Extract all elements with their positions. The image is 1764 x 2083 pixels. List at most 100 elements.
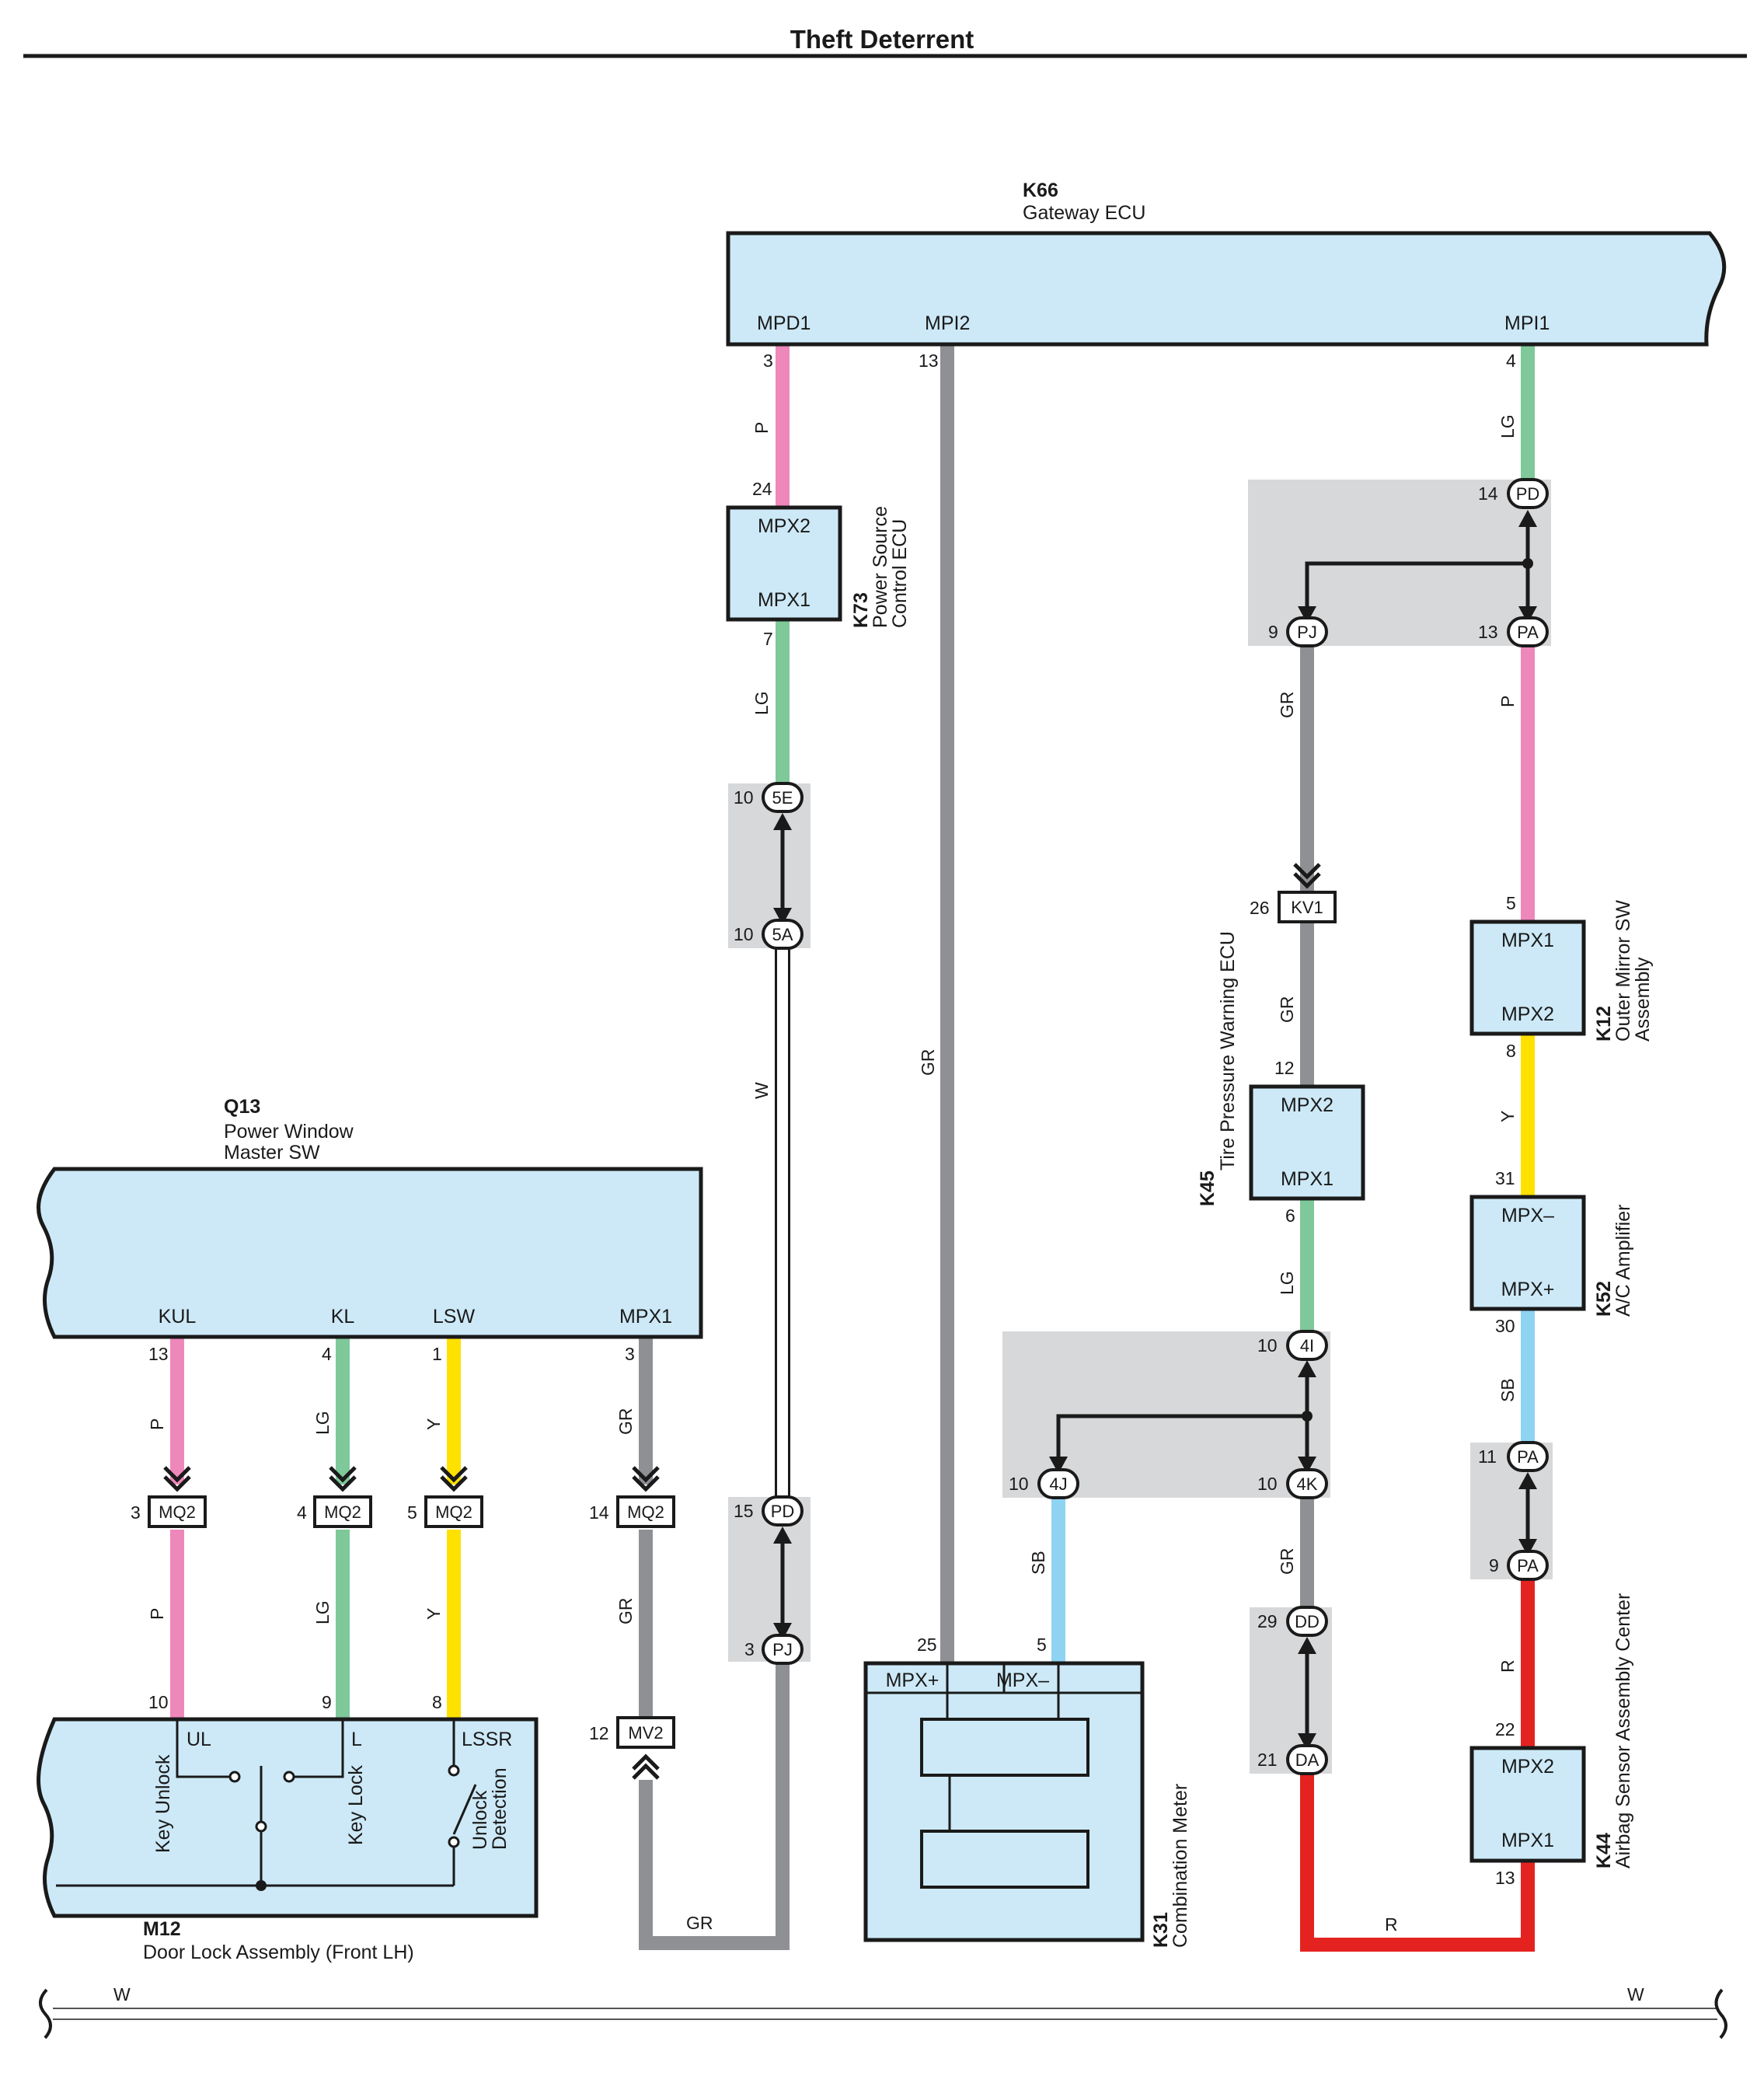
wire-label-w-left: W — [113, 1984, 131, 2004]
q13-box — [37, 1167, 703, 1339]
k44-id: K44 — [1593, 1833, 1615, 1868]
q13-pin-mpx1: MPX1 — [619, 1306, 672, 1328]
connector-mq2-d — [616, 1495, 675, 1528]
m12-id: M12 — [143, 1918, 181, 1940]
junction-4k-pin: 10 — [1257, 1474, 1278, 1494]
k31-pinnum-mpx-plus: 25 — [917, 1635, 937, 1655]
k66-gateway-ecu-box — [726, 231, 1727, 347]
k66-name: Gateway ECU — [1023, 202, 1145, 224]
junction-4i-pin: 10 — [1257, 1335, 1278, 1356]
junction-da-label: DA — [1295, 1750, 1320, 1770]
arrowhead-pj-upper — [1298, 606, 1316, 623]
wire-label-w1: W — [751, 1082, 772, 1099]
junction-pa-c-label: PA — [1517, 1447, 1539, 1467]
k45-pin-mpx2: MPX2 — [1281, 1094, 1333, 1116]
k31-id: K31 — [1150, 1912, 1172, 1948]
arrowhead-pa-bottom — [1518, 1539, 1537, 1556]
junction-pa-c-pin: 11 — [1478, 1446, 1497, 1467]
m12-switch-unlock-line2: Detection — [489, 1767, 511, 1850]
k52-pin-mpx-minus: MPX– — [1501, 1205, 1554, 1226]
kv1-label: KV1 — [1291, 898, 1323, 917]
k31-name: Combination Meter — [1170, 1784, 1191, 1948]
m12-switch-unlock-line1: Unlock — [469, 1790, 491, 1850]
junction-4j-pin: 10 — [1009, 1474, 1029, 1494]
junction-4k-label: 4K — [1297, 1474, 1318, 1494]
arrowhead-pd-left — [773, 1526, 792, 1544]
mq2-c-pin: 5 — [407, 1502, 417, 1523]
wire-label-q-gr2: GR — [615, 1598, 636, 1625]
junction-pj-b-label: PJ — [1297, 623, 1317, 642]
junction-dd-label: DD — [1295, 1612, 1320, 1631]
k12-id: K12 — [1593, 1006, 1615, 1042]
k66-id: K66 — [1023, 180, 1058, 201]
k12-pinnum-mpx2: 8 — [1506, 1041, 1516, 1061]
arrowhead-da — [1298, 1733, 1316, 1750]
junction-5e-pin: 10 — [734, 787, 754, 808]
k73-pin-mpx2: MPX2 — [758, 515, 811, 537]
k12-box — [1469, 919, 1586, 1036]
wire-label-q-gr1: GR — [615, 1408, 636, 1436]
m12-switch-circuit — [56, 1719, 477, 1887]
k45-box — [1249, 1084, 1365, 1201]
k73-pin-mpx1: MPX1 — [758, 589, 811, 611]
m12-pinnum-l: 9 — [322, 1692, 332, 1712]
junction-pj-a-label: PJ — [772, 1640, 793, 1659]
m12-switch-key-lock: Key Lock — [345, 1765, 367, 1845]
wire-label-lg2: LG — [1497, 414, 1518, 438]
mq2-c-label: MQ2 — [435, 1502, 472, 1522]
arrowhead-4j — [1049, 1457, 1068, 1474]
junction-dot-pd — [1522, 558, 1533, 569]
mq2-d-pin: 14 — [589, 1502, 609, 1523]
k45-pin-mpx1: MPX1 — [1281, 1168, 1333, 1190]
junction-pa-d-pin: 9 — [1489, 1555, 1499, 1575]
wire-gr-mv2-pj — [639, 1663, 790, 1950]
k73-name-line2: Control ECU — [889, 519, 911, 628]
junction-dot-4i — [1302, 1411, 1313, 1422]
k12-name-line2: Assembly — [1632, 957, 1654, 1042]
k31-internal-block-top — [920, 1718, 1089, 1777]
k52-box — [1469, 1195, 1586, 1311]
wire-r-da-k44 — [1300, 1774, 1535, 1952]
k44-name: Airbag Sensor Assembly Center — [1612, 1593, 1634, 1868]
mq2-a-label: MQ2 — [159, 1502, 196, 1522]
k44-pinnum-mpx2: 22 — [1495, 1719, 1515, 1739]
bottom-bus-left-cut — [39, 1988, 52, 2039]
k73-pinnum-mpx2: 24 — [752, 479, 772, 499]
mq2-b-label: MQ2 — [324, 1502, 361, 1522]
k66-pinnum-mpi2: 13 — [919, 351, 939, 371]
q13-pin-kl: KL — [331, 1306, 355, 1328]
q13-pinnum-mpx1: 3 — [625, 1344, 635, 1364]
connector-mq2-b — [313, 1495, 372, 1528]
k66-pin-mpd1: MPD1 — [757, 312, 811, 334]
k52-name: A/C Amplifier — [1612, 1205, 1634, 1317]
k73-id: K73 — [850, 592, 872, 628]
wire-label-p1: P — [751, 422, 772, 434]
junction-pa-b-label: PA — [1517, 623, 1539, 642]
junction-pa-b-pin: 13 — [1478, 622, 1498, 642]
k52-pinnum-mpx-plus: 30 — [1495, 1316, 1515, 1336]
arrowhead-dd — [1298, 1637, 1316, 1654]
junction-5a-label: 5A — [772, 925, 793, 944]
junction-4i-label: 4I — [1300, 1336, 1314, 1356]
k44-pinnum-mpx1: 13 — [1495, 1868, 1515, 1888]
k44-pin-mpx2: MPX2 — [1501, 1756, 1554, 1778]
m12-ground-junction — [256, 1880, 267, 1891]
m12-pinnum-lssr: 8 — [432, 1692, 442, 1712]
connector-mq2-c — [424, 1495, 483, 1528]
junction-pj-a-pin: 3 — [744, 1639, 755, 1659]
wire-label-y1: Y — [1497, 1111, 1518, 1122]
wire-label-sb2: SB — [1028, 1551, 1048, 1575]
kv1-pin: 26 — [1250, 898, 1270, 918]
k44-box — [1469, 1746, 1586, 1863]
wire-label-r1: R — [1497, 1659, 1518, 1673]
m12-box — [37, 1717, 539, 1918]
q13-pinnum-kul: 13 — [148, 1344, 169, 1364]
k45-id: K45 — [1197, 1171, 1218, 1206]
k52-pin-mpx-plus: MPX+ — [1501, 1279, 1555, 1300]
k66-pin-mpi2: MPI2 — [925, 312, 970, 334]
k73-name-line1: Power Source — [870, 506, 891, 628]
wire-label-p2: P — [1497, 696, 1518, 707]
k52-pinnum-mpx-minus: 31 — [1495, 1168, 1515, 1188]
wire-label-gr2: GR — [1277, 692, 1297, 719]
q13-pinnum-lsw: 1 — [432, 1344, 442, 1364]
